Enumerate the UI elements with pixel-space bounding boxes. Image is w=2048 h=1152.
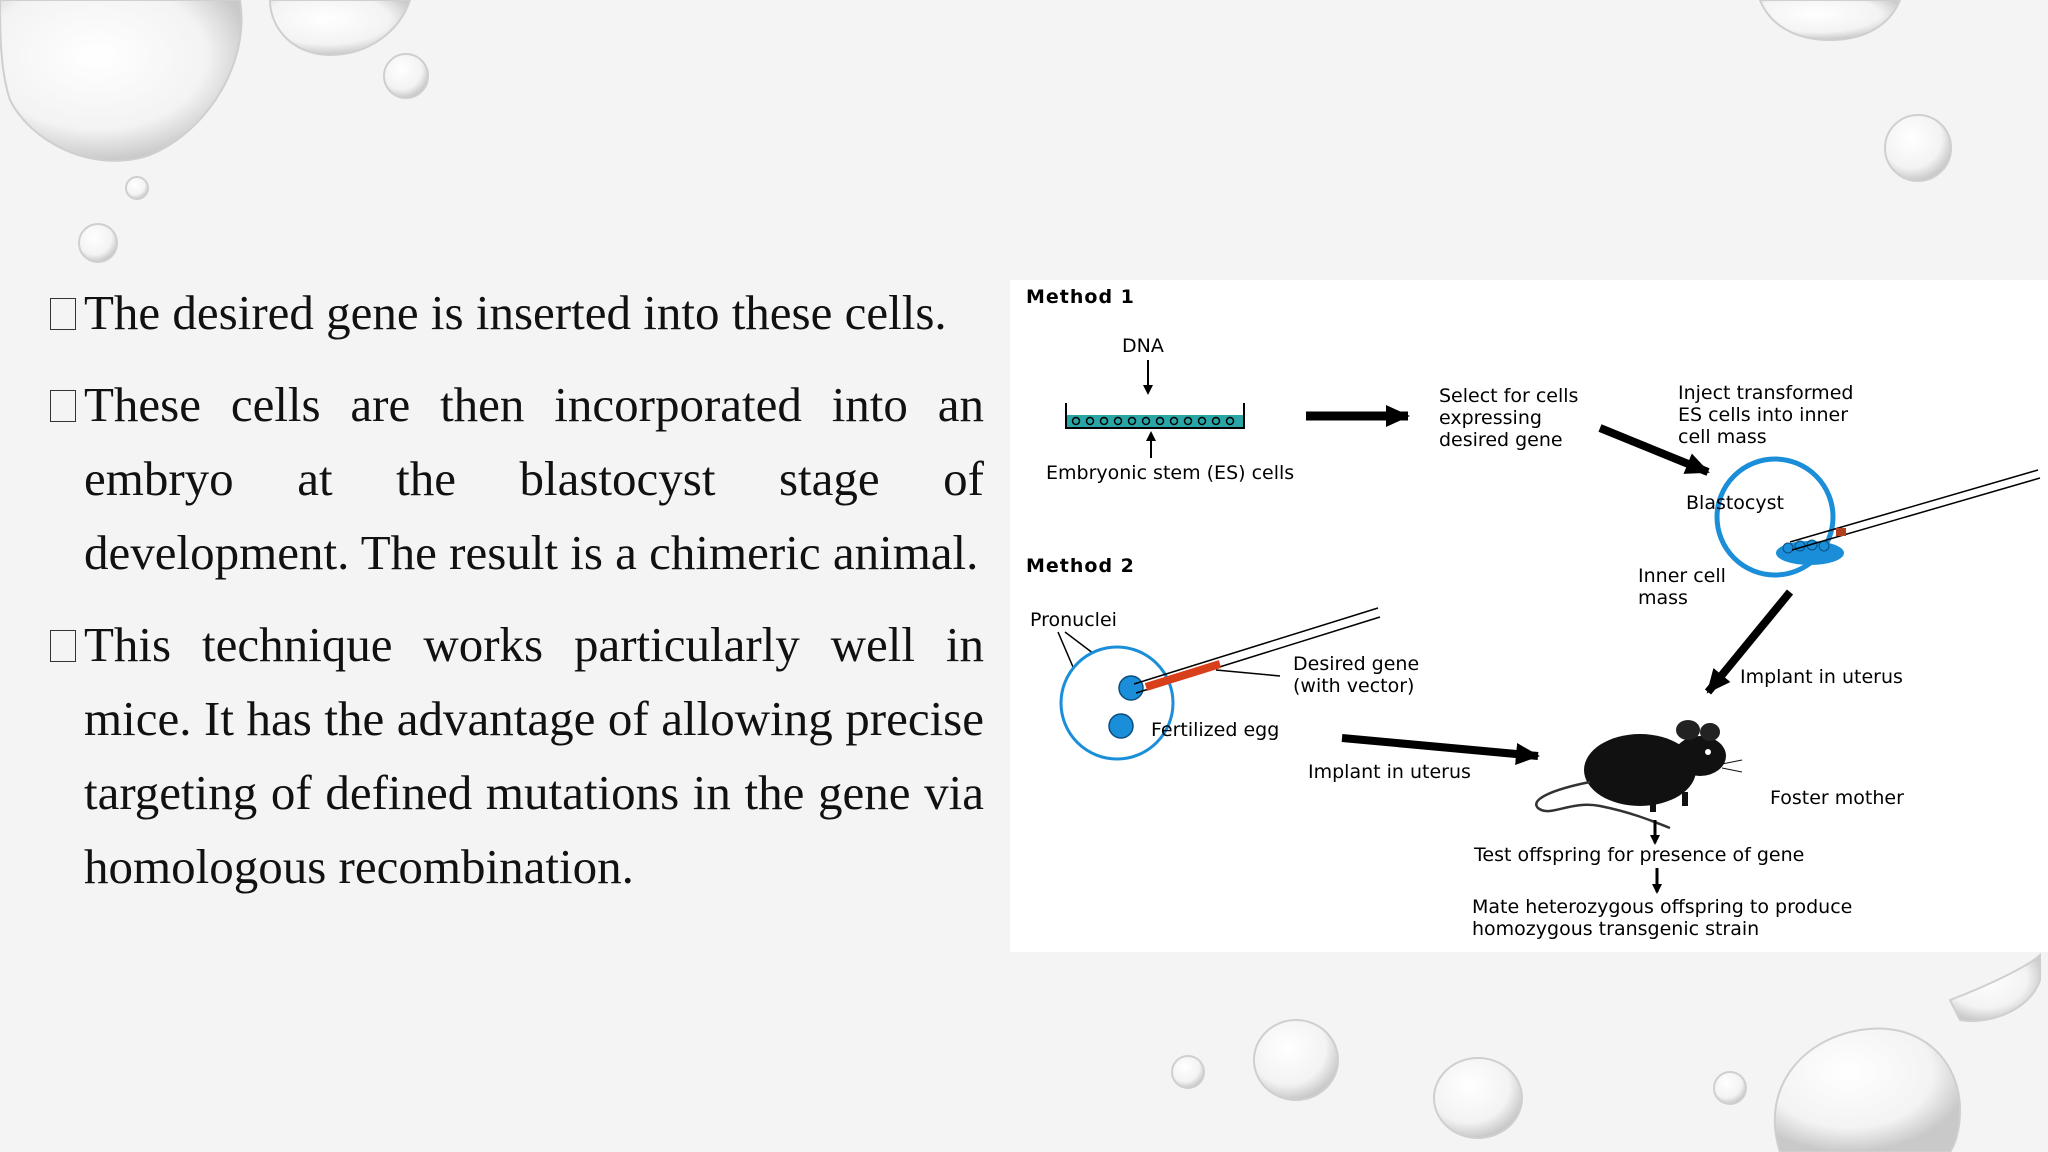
- injection-needle-icon: [1133, 607, 1381, 694]
- arrow-implant-method2: [1341, 734, 1540, 765]
- implant-label-method1: Implant in uterus: [1740, 666, 1903, 688]
- fertilized-egg-icon: [1059, 645, 1175, 761]
- mate-label-line2: homozygous transgenic strain: [1472, 918, 1759, 940]
- bullet-list: The desired gene is inserted into these …: [48, 276, 984, 922]
- bullet-box-icon: [50, 630, 76, 662]
- bullet-item: The desired gene is inserted into these …: [48, 276, 984, 350]
- mate-label-line1: Mate heterozygous offspring to produce: [1472, 896, 1852, 918]
- transgenic-methods-diagram: Method 1 DNA Embryonic stem (ES) cells S…: [1010, 280, 2048, 952]
- bullet-item: This technique works particularly well i…: [48, 608, 984, 904]
- select-label-line2: expressing: [1439, 407, 1542, 429]
- inject-label-line1: Inject transformed: [1678, 382, 1853, 404]
- inject-label-line3: cell mass: [1678, 426, 1767, 448]
- bullet-text: These cells are then incorporated into a…: [84, 377, 984, 580]
- method1-heading: Method 1: [1026, 286, 1135, 308]
- es-cells-label: Embryonic stem (ES) cells: [1046, 462, 1294, 484]
- method2-heading: Method 2: [1026, 555, 1135, 577]
- arrow-to-blastocyst: [1598, 424, 1710, 476]
- arrow-implant-method1: [1704, 589, 1794, 695]
- inject-label-line2: ES cells into inner: [1678, 404, 1848, 426]
- desired-gene-leader: [1215, 669, 1281, 677]
- bullet-text: This technique works particularly well i…: [84, 617, 984, 894]
- fertilized-egg-label: Fertilized egg: [1151, 719, 1279, 741]
- select-label-line3: desired gene: [1439, 429, 1563, 451]
- foster-mother-mouse-icon: [1535, 720, 1743, 830]
- blastocyst-icon: [1714, 456, 1844, 578]
- bullet-box-icon: [50, 298, 76, 330]
- micropipette-icon: [1789, 469, 2041, 551]
- es-cell-dish-icon: [1065, 403, 1245, 429]
- dna-label: DNA: [1122, 335, 1164, 357]
- select-label-line1: Select for cells: [1439, 385, 1578, 407]
- foster-mother-label: Foster mother: [1770, 787, 1904, 809]
- bullet-item: These cells are then incorporated into a…: [48, 368, 984, 590]
- inner-cell-mass-label-line2: mass: [1638, 587, 1688, 609]
- test-offspring-label: Test offspring for presence of gene: [1473, 844, 1804, 866]
- desired-gene-label-line2: (with vector): [1293, 675, 1414, 697]
- implant-label-method2: Implant in uterus: [1308, 761, 1471, 783]
- inner-cell-mass-label-line1: Inner cell: [1638, 565, 1726, 587]
- desired-gene-label-line1: Desired gene: [1293, 653, 1419, 675]
- diagram-svg: Method 1 DNA Embryonic stem (ES) cells S…: [1026, 286, 2041, 940]
- bullet-text: The desired gene is inserted into these …: [84, 285, 947, 340]
- pronuclei-label: Pronuclei: [1030, 609, 1117, 631]
- blastocyst-label: Blastocyst: [1686, 492, 1784, 514]
- bullet-box-icon: [50, 390, 76, 422]
